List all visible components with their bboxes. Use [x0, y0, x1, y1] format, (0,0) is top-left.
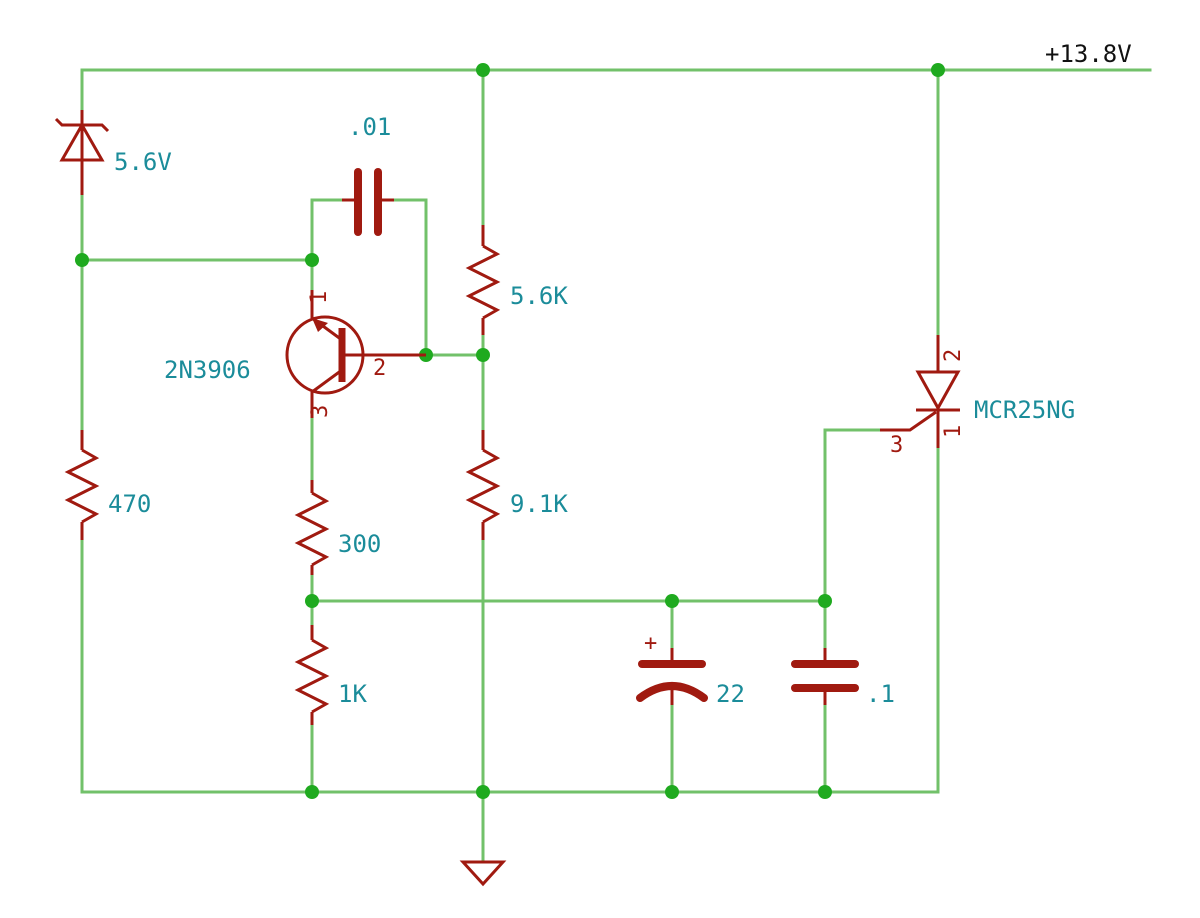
junction-dot — [476, 63, 490, 77]
resistor-9k1: 9.1K — [465, 430, 568, 540]
resistor-300-label: 300 — [338, 530, 381, 558]
transistor-pin-base: 2 — [373, 356, 386, 381]
zener-value-label: 5.6V — [114, 148, 172, 176]
capacitor-electrolytic-label: 22 — [716, 680, 745, 708]
transistor-pin-collector: 3 — [308, 405, 333, 418]
supply-voltage-label: +13.8V — [1045, 40, 1132, 68]
ground-symbol — [459, 860, 507, 887]
scr-pin-gate: 3 — [890, 433, 903, 458]
junction-dot — [818, 594, 832, 608]
junction-dot — [476, 348, 490, 362]
transistor-part-label: 2N3906 — [164, 356, 251, 384]
capacitor-polarity-mark: + — [644, 631, 657, 656]
junction-dot — [476, 785, 490, 799]
transistor-pin-emitter: 1 — [307, 291, 332, 304]
junction-dot — [305, 253, 319, 267]
scr-thyristor: 2 1 3 MCR25NG — [880, 335, 1075, 458]
junction-dot — [818, 785, 832, 799]
resistor-9k1-label: 9.1K — [510, 490, 568, 518]
scr-pin-anode: 2 — [941, 349, 966, 362]
junction-dot — [665, 594, 679, 608]
resistor-5k6-label: 5.6K — [510, 282, 568, 310]
pnp-transistor: 1 2 3 2N3906 — [164, 290, 426, 418]
capacitor-feedback: .01 — [342, 113, 394, 236]
junction-dot — [75, 253, 89, 267]
resistor-1k: 1K — [294, 625, 367, 725]
resistor-300: 300 — [294, 480, 381, 575]
capacitor-electrolytic: + 22 — [636, 631, 745, 708]
capacitor-gate-label: .1 — [866, 680, 895, 708]
scr-part-label: MCR25NG — [974, 396, 1075, 424]
zener-diode: 5.6V — [54, 110, 172, 195]
junction-dot — [931, 63, 945, 77]
resistor-470: 470 — [64, 430, 151, 540]
scr-pin-cathode: 1 — [941, 425, 966, 438]
resistor-1k-label: 1K — [338, 680, 367, 708]
wires — [80, 68, 1152, 864]
resistor-470-label: 470 — [108, 490, 151, 518]
junction-dot — [305, 594, 319, 608]
junction-dot — [665, 785, 679, 799]
capacitor-gate: .1 — [791, 648, 895, 708]
junction-dot — [305, 785, 319, 799]
junctions — [75, 63, 945, 799]
capacitor-feedback-label: .01 — [348, 113, 391, 141]
resistor-5k6: 5.6K — [465, 225, 568, 335]
